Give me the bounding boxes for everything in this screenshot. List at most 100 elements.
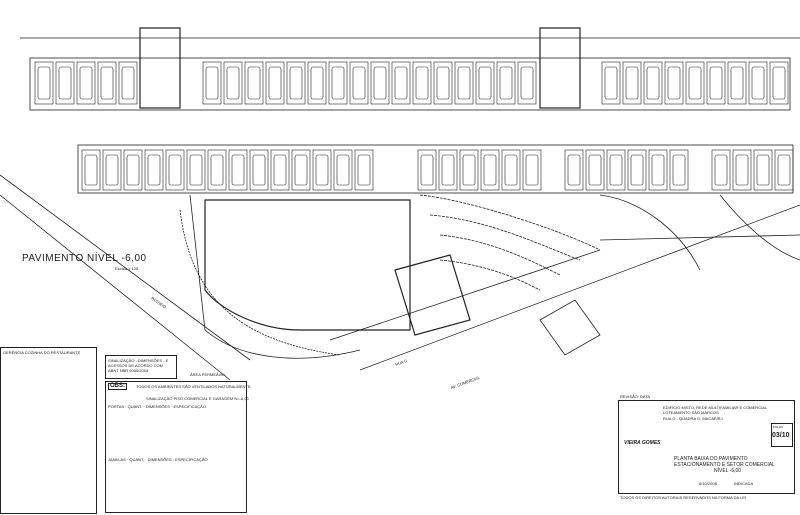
parking-stall	[601, 61, 621, 105]
parking-stall	[648, 149, 668, 191]
car-icon	[730, 66, 744, 100]
car-icon	[646, 66, 660, 100]
sheet-number: 03/10	[772, 432, 790, 439]
street-edge	[0, 174, 251, 361]
door-window-schedule: OBS: TODOS OS AMBIENTES SÃO VENTILADOS N…	[105, 381, 251, 513]
car-icon	[373, 66, 387, 100]
notes-title: SINALIZAÇÃO - DIMENSÕES - E ACESSOS DE A…	[108, 358, 169, 373]
car-icon	[315, 154, 329, 186]
parking-stall	[228, 149, 248, 191]
parking-stall	[501, 149, 521, 191]
parking-stall	[627, 149, 647, 191]
parking-stall	[454, 61, 474, 105]
parking-stall	[564, 149, 584, 191]
parking-stall	[727, 61, 747, 105]
parking-stall	[480, 149, 500, 191]
parking-stall	[669, 149, 689, 191]
obs-text: TODOS OS AMBIENTES SÃO VENTILADOS NATURA…	[136, 384, 251, 389]
car-icon	[630, 154, 644, 186]
car-icon	[210, 154, 224, 186]
parking-stall	[312, 149, 332, 191]
level-title: PAVIMENTO NÍVEL -6,00	[22, 253, 147, 264]
car-icon	[58, 66, 72, 100]
car-icon	[714, 154, 728, 186]
parking-stall	[711, 149, 731, 191]
car-icon	[331, 66, 345, 100]
revision-label: REVISÃO: DATA	[620, 394, 651, 399]
door-headers: PORTAS · QUANT. · DIMENSÕES · ESPECIFICA…	[108, 404, 206, 409]
car-icon	[504, 154, 518, 186]
car-icon	[357, 154, 371, 186]
car-icon	[289, 66, 303, 100]
parking-stall	[333, 149, 353, 191]
parking-stall	[223, 61, 243, 105]
car-icon	[688, 66, 702, 100]
car-icon	[777, 154, 791, 186]
parking-stall	[438, 149, 458, 191]
car-icon	[588, 154, 602, 186]
window-headers: JANELAS · QUANT. · DIMENSÕES · ESPECIFIC…	[108, 457, 208, 462]
car-icon	[294, 154, 308, 186]
date: 8/10/2008	[699, 481, 717, 486]
car-icon	[567, 154, 581, 186]
commercial-area	[204, 199, 411, 331]
top-parking-row	[29, 57, 791, 111]
car-icon	[352, 66, 366, 100]
parking-stall	[102, 149, 122, 191]
car-icon	[252, 154, 266, 186]
car-icon	[336, 154, 350, 186]
car-icon	[499, 66, 513, 100]
car-icon	[672, 154, 686, 186]
parking-stall	[391, 61, 411, 105]
level-scale: Escala 1:125	[115, 266, 139, 271]
left-schedule-table: GERÊNCIA COZINHA DO RESTAURANTE	[0, 347, 97, 514]
drawing-title-1: PLANTA BAIXA DO PAVIMENTO	[674, 456, 748, 462]
parking-stall	[244, 61, 264, 105]
stair-core-right	[539, 27, 581, 109]
parking-stall	[622, 61, 642, 105]
parking-stall	[774, 149, 794, 191]
parking-stall	[265, 61, 285, 105]
parking-stall	[664, 61, 684, 105]
parking-stall	[291, 149, 311, 191]
drawing-title-3: NÍVEL -6,00	[714, 468, 742, 474]
parking-stall	[144, 149, 164, 191]
roundabout-island	[539, 299, 601, 356]
car-icon	[525, 154, 539, 186]
car-icon	[609, 154, 623, 186]
parking-stall	[76, 61, 96, 105]
car-icon	[79, 66, 93, 100]
parking-stall	[433, 61, 453, 105]
parking-stall	[207, 149, 227, 191]
copyright-footer: TODOS OS DIREITOS AUTORAIS RESERVADOS NA…	[620, 495, 747, 500]
car-icon	[751, 66, 765, 100]
parking-stall	[123, 149, 143, 191]
car-icon	[394, 66, 408, 100]
car-icon	[310, 66, 324, 100]
legend-permeable: ÁREA PERMEÁVEL	[190, 372, 227, 377]
ramp	[394, 254, 471, 336]
car-icon	[441, 154, 455, 186]
parking-stall	[307, 61, 327, 105]
parking-stall	[748, 61, 768, 105]
car-icon	[520, 66, 534, 100]
parking-stall	[517, 61, 537, 105]
car-icon	[247, 66, 261, 100]
parking-stall	[328, 61, 348, 105]
parking-stall	[202, 61, 222, 105]
car-icon	[625, 66, 639, 100]
car-icon	[604, 66, 618, 100]
parking-stall	[286, 61, 306, 105]
notes-box: SINALIZAÇÃO - DIMENSÕES - E ACESSOS DE A…	[105, 355, 177, 379]
parking-stall	[165, 149, 185, 191]
car-icon	[462, 154, 476, 186]
drawing-title-2: ESTACIONAMENTO E SETOR COMERCIAL	[674, 462, 775, 468]
middle-parking-row	[77, 144, 794, 194]
scale: INDICADA	[734, 481, 754, 486]
landscape-edge	[189, 194, 361, 359]
schedule-title: SINALIZAÇÃO PISO COMERCIAL E GARAGEM N=-…	[146, 396, 249, 401]
car-icon	[100, 66, 114, 100]
sheet-label: FOLHA	[773, 425, 784, 429]
parking-stall	[118, 61, 138, 105]
car-icon	[651, 154, 665, 186]
